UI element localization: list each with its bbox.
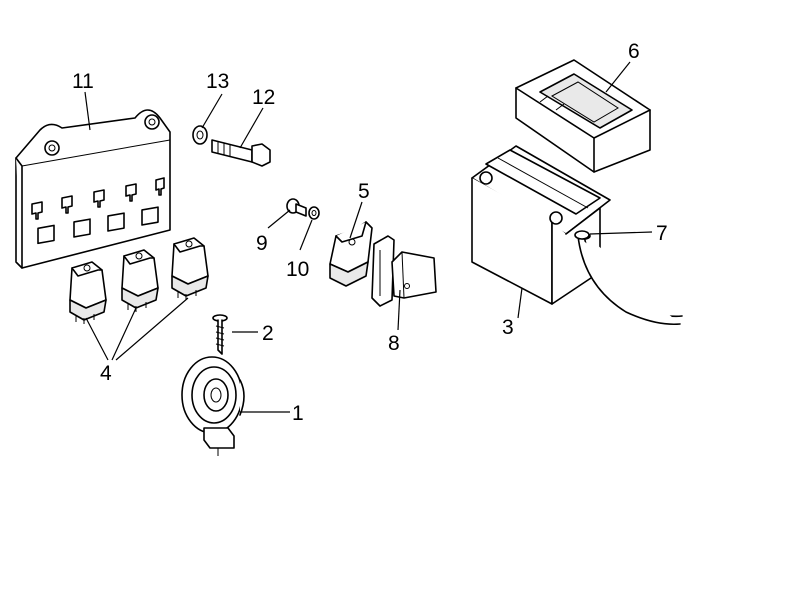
callout-9: 9 (256, 232, 268, 255)
relay-4b (121, 249, 159, 312)
callout-6: 6 (628, 40, 640, 63)
clip-7 (574, 230, 590, 240)
callout-11: 11 (72, 70, 94, 93)
bracket-8 (371, 235, 437, 307)
washer-10 (308, 206, 320, 220)
relay-4c (171, 237, 209, 300)
battery-cover-6 (515, 59, 651, 173)
module-5 (329, 221, 373, 287)
horn-1 (181, 356, 245, 456)
callout-7: 7 (656, 222, 668, 245)
callout-12: 12 (252, 86, 275, 109)
callout-8: 8 (388, 332, 400, 355)
washer-13 (192, 125, 208, 145)
callout-labels: 11 13 12 6 5 9 10 7 3 8 2 4 1 (72, 40, 668, 425)
callout-5: 5 (358, 180, 370, 203)
callout-3: 3 (502, 316, 514, 339)
callout-10: 10 (286, 258, 309, 281)
callout-1: 1 (292, 402, 304, 425)
screw-9 (286, 198, 307, 217)
callout-2: 2 (262, 322, 274, 345)
relay-bracket (15, 109, 171, 269)
bolt-12 (211, 139, 271, 167)
callout-13: 13 (206, 70, 229, 93)
screw-2 (212, 314, 228, 355)
callout-4: 4 (100, 362, 112, 385)
relay-4a (69, 261, 107, 324)
leader-lines (84, 61, 653, 413)
